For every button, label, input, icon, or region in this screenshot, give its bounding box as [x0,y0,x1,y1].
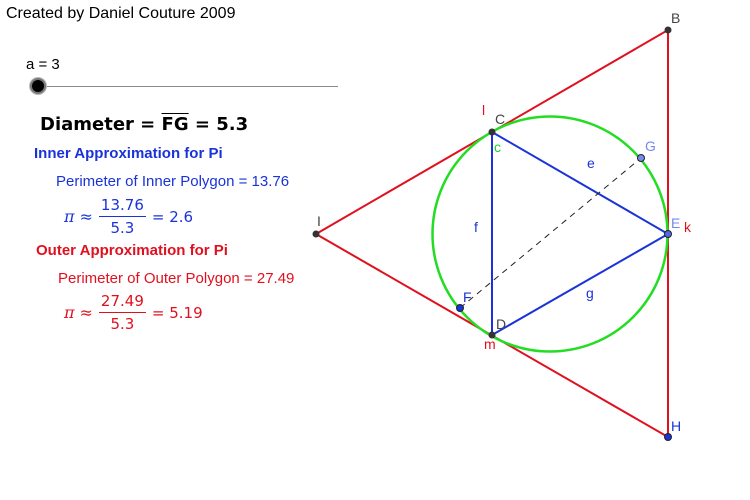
pi-symbol: π [64,207,75,226]
label-E: E [671,215,681,231]
segment-g[interactable] [491,233,669,336]
diameter-suffix: = 5.3 [188,114,249,135]
outer-numerator: 27.49 [98,292,146,313]
segment-e[interactable] [491,131,669,235]
inner-denominator: 5.3 [110,219,135,237]
label-segment-m: m [484,336,496,352]
diameter-text: Diameter = FG = 5.3 [40,114,248,135]
point-F[interactable] [456,304,464,312]
point-E[interactable] [664,230,672,238]
diameter-fg[interactable] [459,157,642,309]
outer-pi-formula: π ≈ 27.49 5.3 = 5.19 [64,292,203,333]
outer-result: = 5.19 [151,303,203,322]
inner-fraction: 13.76 5.3 [98,196,146,237]
point-H[interactable] [664,433,672,441]
label-segment-e: e [587,155,595,171]
label-F: F [463,289,472,305]
outer-approx-heading: Outer Approximation for Pi [36,242,228,259]
slider-knob[interactable] [30,78,46,94]
point-I[interactable] [312,230,320,238]
approx-symbol: ≈ [79,303,93,322]
point-G[interactable] [637,154,645,162]
label-H: H [671,418,682,434]
diameter-prefix: Diameter = [40,114,162,135]
inner-approx-heading: Inner Approximation for Pi [34,145,223,162]
label-D: D [496,316,507,332]
author-credit: Created by Daniel Couture 2009 [6,5,236,22]
label-segment-f: f [474,219,478,235]
point-C[interactable] [488,128,496,136]
outer-fraction: 27.49 5.3 [98,292,146,333]
label-I: I [317,213,321,229]
inner-result: = 2.6 [151,207,194,226]
label-G: G [645,138,656,154]
inner-perimeter-text: Perimeter of Inner Polygon = 13.76 [56,173,290,190]
approx-symbol: ≈ [79,207,93,226]
slider-label: a = 3 [26,56,60,73]
slider-track[interactable] [38,86,338,87]
label-B: B [671,10,681,26]
label-segment-g: g [586,285,594,301]
pi-symbol: π [64,303,75,322]
diameter-segment: FG [161,114,189,135]
label-segment-l: l [482,102,486,118]
outer-denominator: 5.3 [110,315,135,333]
inner-numerator: 13.76 [98,196,146,217]
label-segment-k: k [684,219,691,235]
circle-c[interactable] [431,115,669,353]
inner-pi-formula: π ≈ 13.76 5.3 = 2.6 [64,196,193,237]
label-C: C [495,111,506,127]
label-circle-c: c [494,139,501,155]
outer-perimeter-text: Perimeter of Outer Polygon = 27.49 [58,270,295,287]
point-D[interactable] [488,331,496,339]
point-B[interactable] [664,26,672,34]
